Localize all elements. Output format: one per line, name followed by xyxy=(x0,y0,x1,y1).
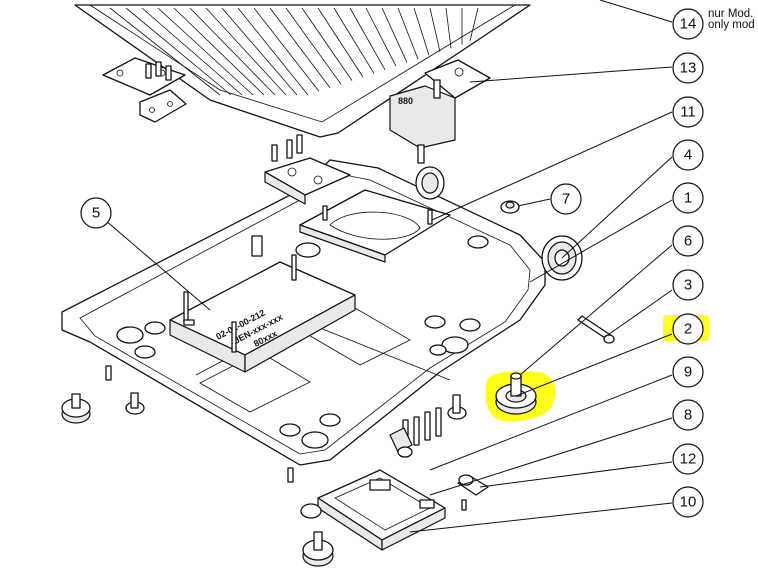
callout-13-label: 13 xyxy=(680,60,697,77)
foot-bottom xyxy=(302,531,334,567)
callout-6: 6 xyxy=(672,225,704,257)
pin-part-3 xyxy=(577,315,615,344)
plate-groove xyxy=(469,7,479,42)
plate-screws xyxy=(271,134,425,164)
plate-groove xyxy=(301,7,353,81)
callout-14: 14 xyxy=(672,8,704,40)
model-note-line1: nur Mod. xyxy=(708,8,754,20)
plate-groove xyxy=(429,7,441,52)
foot-left-front xyxy=(61,393,91,424)
plate-groove xyxy=(189,7,276,96)
callout-4: 4 xyxy=(672,139,704,171)
callout-2-label: 2 xyxy=(684,321,692,338)
callout-2: 2 xyxy=(672,313,704,345)
plate-groove xyxy=(205,7,287,96)
plate-groove xyxy=(445,7,452,49)
callout-12-label: 12 xyxy=(680,451,697,468)
plate-groove xyxy=(269,7,331,89)
plate-groove xyxy=(109,7,221,96)
callout-5-label: 5 xyxy=(92,205,100,222)
callout-11-label: 11 xyxy=(680,104,696,121)
plate-groove xyxy=(125,7,232,96)
callout-9-label: 9 xyxy=(684,364,692,381)
callout-7-label: 7 xyxy=(562,191,570,208)
leader-lines xyxy=(104,0,673,533)
bolt-set xyxy=(389,407,442,458)
plate-groove xyxy=(285,7,342,85)
plate-groove xyxy=(349,7,386,70)
callout-3: 3 xyxy=(672,269,704,301)
callout-11: 11 xyxy=(672,96,704,128)
callout-12: 12 xyxy=(672,443,704,475)
callout-10: 10 xyxy=(672,486,704,518)
callout-6-label: 6 xyxy=(684,233,692,250)
pin-bottom xyxy=(287,467,294,483)
callout-10-label: 10 xyxy=(680,494,697,511)
electronics-board xyxy=(300,469,446,551)
callout-8: 8 xyxy=(672,399,704,431)
hinge-bracket-left xyxy=(102,57,187,123)
clamp-part-12 xyxy=(457,474,489,511)
callout-7: 7 xyxy=(550,183,582,215)
callout-3-label: 3 xyxy=(684,277,692,294)
svg-text:880: 880 xyxy=(398,96,413,106)
plate-groove xyxy=(157,7,254,96)
plate-groove xyxy=(173,7,265,96)
nut-part-7 xyxy=(500,200,520,214)
plate-groove xyxy=(365,7,397,67)
weighing-plate xyxy=(74,4,531,138)
foot-left-small xyxy=(125,392,145,415)
callout-9: 9 xyxy=(672,356,704,388)
hinge-bracket-right: 880 xyxy=(389,59,491,149)
pin-left xyxy=(105,365,112,381)
callout-13: 13 xyxy=(672,52,704,84)
callout-14-label: 14 xyxy=(680,16,697,33)
model-note-line2: only mod xyxy=(708,19,755,31)
plate-groove xyxy=(253,7,320,92)
spider-plate xyxy=(264,157,451,263)
callout-4-label: 4 xyxy=(684,147,692,164)
plate-groove xyxy=(317,7,364,78)
plate-groove xyxy=(413,7,430,56)
plate-groove xyxy=(381,7,408,63)
callout-8-label: 8 xyxy=(684,407,692,424)
foot-small-right xyxy=(447,394,467,420)
callout-1: 1 xyxy=(672,182,704,214)
plate-groove xyxy=(237,7,309,96)
callout-1-label: 1 xyxy=(684,190,692,207)
callout-5: 5 xyxy=(80,197,112,229)
rear-wheel xyxy=(415,166,445,200)
plate-groove xyxy=(333,7,375,74)
plate-groove xyxy=(397,7,419,60)
model-note: nur Mod. only mod xyxy=(708,8,755,31)
load-cell: 02-02-00-212 JEN-xxx-xxx 80xxx xyxy=(169,254,356,373)
plate-groove xyxy=(221,7,298,96)
plate-groove xyxy=(141,7,243,96)
